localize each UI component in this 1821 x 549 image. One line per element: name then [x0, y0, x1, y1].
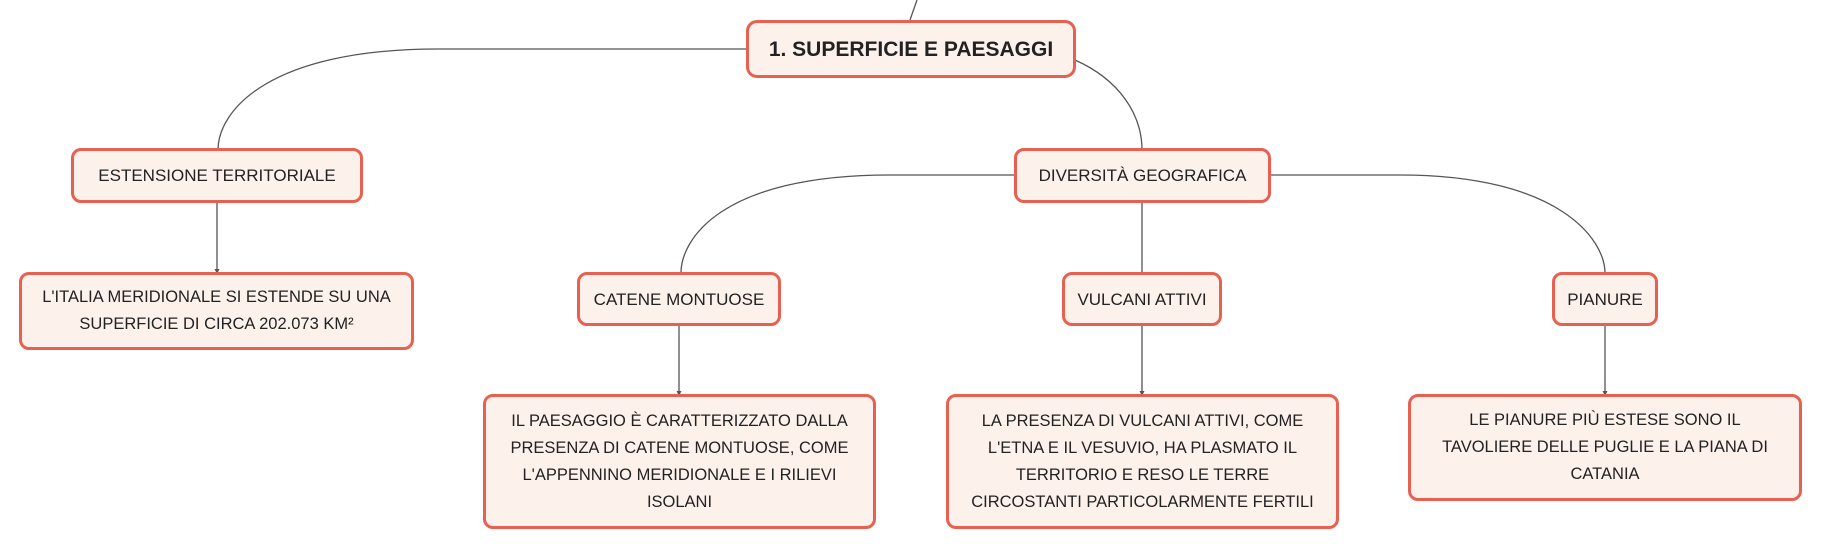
mountains-detail-node[interactable]: IL PAESAGGIO È CARATTERIZZATO DALLA PRES…: [483, 394, 876, 529]
connector-root-to-extent: [217, 48, 748, 151]
plains-detail-node[interactable]: LE PIANURE PIÙ ESTESE SONO IL TAVOLIERE …: [1408, 394, 1802, 501]
root-topic-node[interactable]: 1. SUPERFICIE E PAESAGGI: [746, 20, 1076, 78]
connector-diversity-to-plains: [1270, 174, 1606, 274]
volcanoes-detail-node[interactable]: LA PRESENZA DI VULCANI ATTIVI, COME L'ET…: [946, 394, 1339, 529]
connector-diversity-to-mountains: [680, 174, 1015, 274]
extent-topic-node[interactable]: ESTENSIONE TERRITORIALE: [71, 148, 363, 203]
connector-parent-to-root: [909, 0, 918, 21]
volcanoes-topic-node[interactable]: VULCANI ATTIVI: [1062, 272, 1222, 326]
diversity-topic-node[interactable]: DIVERSITÀ GEOGRAFICA: [1014, 148, 1271, 203]
mountains-topic-node[interactable]: CATENE MONTUOSE: [577, 272, 781, 326]
extent-detail-node[interactable]: L'ITALIA MERIDIONALE SI ESTENDE SU UNA S…: [19, 272, 414, 350]
plains-topic-node[interactable]: PIANURE: [1552, 272, 1658, 326]
connector-root-to-diversity: [1074, 59, 1143, 151]
